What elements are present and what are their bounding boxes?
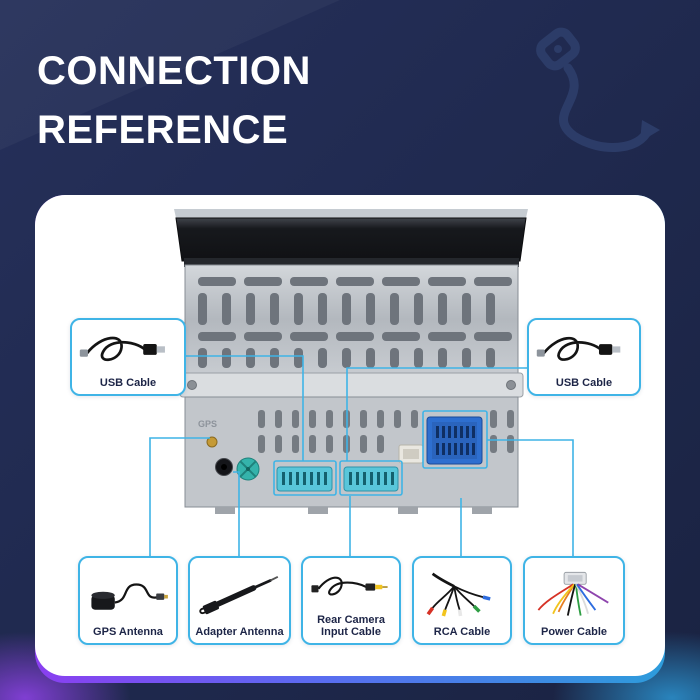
usb-harness-connector-2 <box>343 466 399 492</box>
stereo-rear-view: GPS <box>174 209 528 514</box>
gps-port-label: GPS <box>198 419 217 429</box>
usb-cable-icon <box>532 324 636 377</box>
callout-usb-cable-left: USB Cable <box>70 318 186 396</box>
adapter-antenna-icon <box>193 562 286 626</box>
callout-rca-cable: RCA Cable <box>412 556 512 645</box>
power-harness-socket <box>426 416 483 465</box>
title-line-1: CONNECTION <box>37 49 311 93</box>
callout-label: GPS Antenna <box>93 626 163 638</box>
usb-cable-icon <box>75 324 181 377</box>
antenna-socket-teal <box>236 457 260 481</box>
callout-adapter-antenna: Adapter Antenna <box>188 556 291 645</box>
chassis-step-band <box>179 372 524 398</box>
callout-label-line-1: Rear Camera <box>317 614 385 626</box>
callout-label: Power Cable <box>540 626 608 638</box>
rear-camera-cable-icon <box>306 562 396 614</box>
gps-antenna-port <box>206 436 218 448</box>
callout-rear-camera-cable: Rear Camera Input Cable <box>301 556 401 645</box>
callout-power-cable: Power Cable <box>523 556 625 645</box>
power-cable-icon <box>528 562 620 626</box>
title-line-2: REFERENCE <box>37 108 289 152</box>
callout-label-line-2: Input Cable <box>321 626 381 638</box>
callout-label: RCA Cable <box>433 626 491 638</box>
upper-chassis-vents <box>184 264 519 374</box>
callout-gps-antenna: GPS Antenna <box>78 556 178 645</box>
callout-usb-cable-right: USB Cable <box>527 318 641 396</box>
rca-cable-icon <box>417 562 507 626</box>
page-title: CONNECTION REFERENCE <box>37 42 311 160</box>
callout-label: Adapter Antenna <box>195 626 284 638</box>
aux-connector-white <box>398 444 424 464</box>
callout-label: USB Cable <box>555 377 613 389</box>
cable-plug-arrow-icon <box>536 27 660 152</box>
radio-antenna-jack <box>215 458 233 476</box>
usb-harness-connector-1 <box>276 466 333 492</box>
gps-antenna-icon <box>83 562 173 626</box>
display-panel <box>174 209 528 267</box>
callout-label: USB Cable <box>99 377 157 389</box>
